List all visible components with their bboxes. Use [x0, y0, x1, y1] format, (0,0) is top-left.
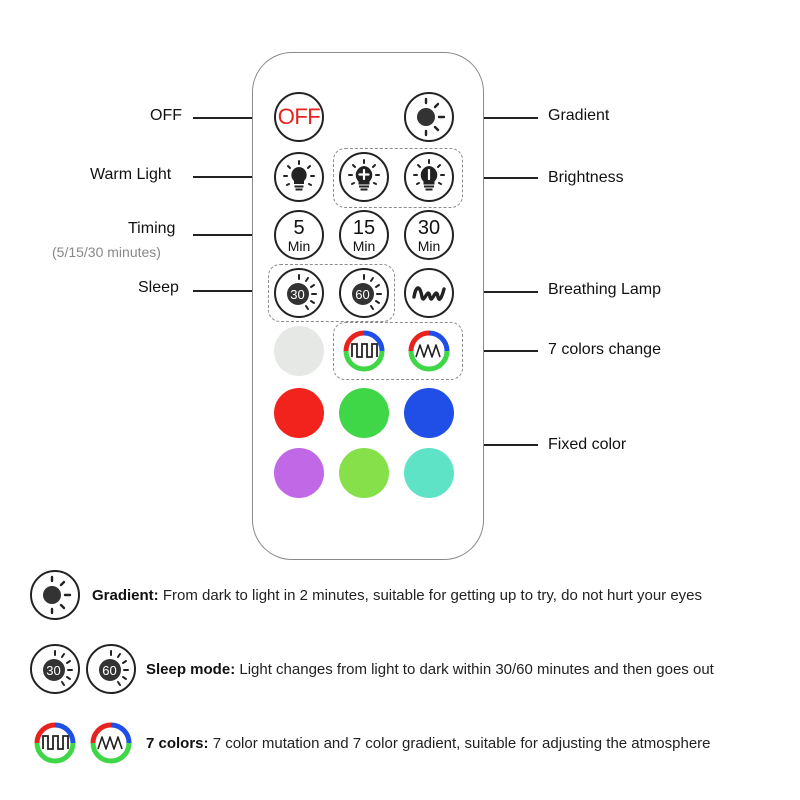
- brightness-group: [333, 148, 463, 208]
- sleep-sun-icon: [352, 274, 382, 310]
- sleep-60-button[interactable]: 60: [339, 268, 389, 318]
- sleep-30-label: 30: [290, 286, 305, 302]
- sleep-60-label: 60: [355, 286, 370, 302]
- label-brightness: Brightness: [548, 169, 624, 186]
- bulb-plus-icon: [348, 159, 380, 191]
- label-timing: Timing: [128, 220, 176, 237]
- red-color-button[interactable]: [274, 388, 324, 438]
- label-gradient: Gradient: [548, 107, 610, 124]
- timer-30-number: 30: [417, 216, 441, 239]
- gradient-button[interactable]: [404, 92, 454, 142]
- color-fade-icon: [408, 330, 450, 372]
- wave-icon: [412, 286, 446, 301]
- legend-colors-title: 7 colors:: [146, 734, 209, 752]
- connector-gradient: [460, 117, 538, 119]
- color-fade-button[interactable]: [404, 326, 454, 376]
- white-color-button[interactable]: [274, 326, 324, 376]
- connector-seven-colors: [463, 350, 538, 352]
- legend-sleep-desc: Light changes from light to dark within …: [239, 660, 714, 678]
- legend-color-jump-icon: [30, 718, 80, 768]
- label-seven-colors-change: 7 colors change: [548, 341, 661, 358]
- color-jump-icon: [343, 330, 385, 372]
- legend-sleep-60-label: 60: [102, 662, 117, 678]
- legend-colors-desc: 7 color mutation and 7 color gradient, s…: [212, 734, 711, 752]
- bulb-minus-icon: [413, 159, 445, 191]
- bulb-icon: [283, 160, 315, 191]
- connector-sleep: [193, 290, 267, 292]
- connector-fixed-color: [462, 444, 538, 446]
- legend-sleep: 30 60 Sleep mode: Light changes from lig…: [30, 644, 714, 694]
- legend-gradient: Gradient: From dark to light in 2 minute…: [30, 570, 702, 620]
- timer-30-unit: Min: [417, 237, 441, 254]
- label-fixed-color: Fixed color: [548, 436, 627, 453]
- aqua-color-button[interactable]: [404, 448, 454, 498]
- brightness-down-button[interactable]: [404, 152, 454, 202]
- sleep-sun-icon: [43, 650, 73, 686]
- connector-timing: [193, 234, 270, 236]
- sleep-group: [268, 264, 395, 322]
- timer-15-unit: Min: [352, 237, 376, 254]
- label-sleep: Sleep: [138, 279, 179, 296]
- off-button-label: OFF: [277, 104, 321, 129]
- timer-5-button[interactable]: 5 Min: [274, 210, 324, 260]
- legend-gradient-desc: From dark to light in 2 minutes, suitabl…: [162, 586, 703, 604]
- label-off: OFF: [150, 107, 182, 124]
- warm-light-button[interactable]: [274, 152, 324, 202]
- legend-colors: 7 colors: 7 color mutation and 7 color g…: [30, 718, 711, 768]
- timer-5-number: 5: [293, 216, 305, 239]
- connector-off: [193, 117, 270, 119]
- legend-gradient-icon: [30, 570, 80, 620]
- legend-sleep-60-icon: 60: [86, 644, 136, 694]
- timer-5-unit: Min: [287, 237, 311, 254]
- label-timing-sub: (5/15/30 minutes): [52, 244, 161, 260]
- legend-sleep-title: Sleep mode:: [146, 660, 236, 678]
- purple-color-button[interactable]: [274, 448, 324, 498]
- timer-30-button[interactable]: 30 Min: [404, 210, 454, 260]
- legend-sleep-30-icon: 30: [30, 644, 80, 694]
- blue-color-button[interactable]: [404, 388, 454, 438]
- legend-gradient-title: Gradient:: [92, 586, 159, 604]
- color-jump-icon: [34, 722, 76, 764]
- legend-sleep-text: Sleep mode: Light changes from light to …: [146, 661, 714, 678]
- legend-colors-text: 7 colors: 7 color mutation and 7 color g…: [146, 735, 711, 752]
- legend-color-fade-icon: [86, 718, 136, 768]
- label-warm-light: Warm Light: [90, 166, 172, 183]
- seven-colors-group: [333, 322, 463, 380]
- half-sun-icon: [43, 575, 72, 615]
- sleep-sun-icon: [287, 274, 317, 310]
- brightness-up-button[interactable]: [339, 152, 389, 202]
- sleep-30-button[interactable]: 30: [274, 268, 324, 318]
- color-jump-button[interactable]: [339, 326, 389, 376]
- connector-brightness: [463, 177, 538, 179]
- label-breathing-lamp: Breathing Lamp: [548, 281, 661, 298]
- legend-gradient-text: Gradient: From dark to light in 2 minute…: [92, 587, 702, 604]
- color-fade-icon: [90, 722, 132, 764]
- timer-15-number: 15: [352, 216, 376, 239]
- off-button[interactable]: OFF: [274, 92, 324, 142]
- timer-15-button[interactable]: 15 Min: [339, 210, 389, 260]
- half-sun-icon: [417, 97, 446, 137]
- connector-breathing: [460, 291, 538, 293]
- connector-warm-light: [193, 176, 270, 178]
- lime-color-button[interactable]: [339, 448, 389, 498]
- legend-sleep-30-label: 30: [46, 662, 61, 678]
- breathing-lamp-button[interactable]: [404, 268, 454, 318]
- green-color-button[interactable]: [339, 388, 389, 438]
- sleep-sun-icon: [99, 650, 129, 686]
